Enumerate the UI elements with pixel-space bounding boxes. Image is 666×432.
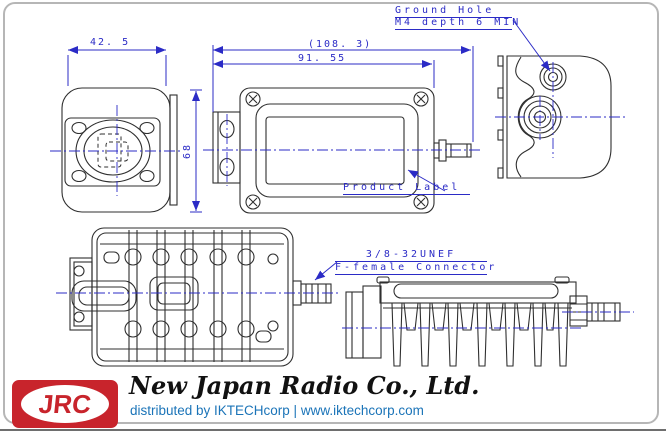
jrc-logo-oval: JRC	[21, 385, 109, 423]
bottom-view	[69, 227, 332, 367]
dim-body-height: 68	[182, 142, 194, 160]
company-name: New Japan Radio Co., Ltd.	[129, 371, 480, 400]
f-connector-stub	[433, 139, 472, 162]
connector-type-label: F-female Connector	[335, 262, 498, 275]
dim-front-width: 42. 5	[90, 37, 131, 48]
product-label-annotation: Product Label	[343, 183, 470, 195]
bottom-connector	[292, 280, 332, 306]
sheet-border	[3, 2, 659, 424]
jrc-logo-text: JRC	[37, 389, 93, 419]
product-label-area	[265, 116, 405, 185]
centerlines	[50, 62, 634, 329]
dim-overall-length: (108. 3)	[308, 39, 373, 50]
profile-connector	[569, 295, 621, 327]
profile-view	[345, 276, 621, 367]
jrc-logo: JRC	[12, 380, 118, 428]
connector-thread-label: 3/8-32UNEF	[335, 250, 487, 262]
corner-screws	[245, 91, 429, 210]
dimension-lines	[67, 45, 474, 213]
leader-lines	[314, 19, 551, 281]
front-view	[61, 87, 178, 213]
ground-hole-label: Ground Hole	[395, 6, 512, 18]
distributor-line: distributed by IKTECHcorp | www.iktechco…	[130, 403, 424, 418]
bottom-edge-line	[0, 429, 666, 431]
dim-body-length: 91. 55	[298, 53, 347, 64]
ribs	[124, 230, 255, 362]
hidden-waveguide	[97, 133, 129, 168]
fins	[391, 302, 569, 367]
top-view	[212, 87, 472, 214]
ground-hole-spec-label: M4 depth 6 MIN	[395, 17, 522, 30]
